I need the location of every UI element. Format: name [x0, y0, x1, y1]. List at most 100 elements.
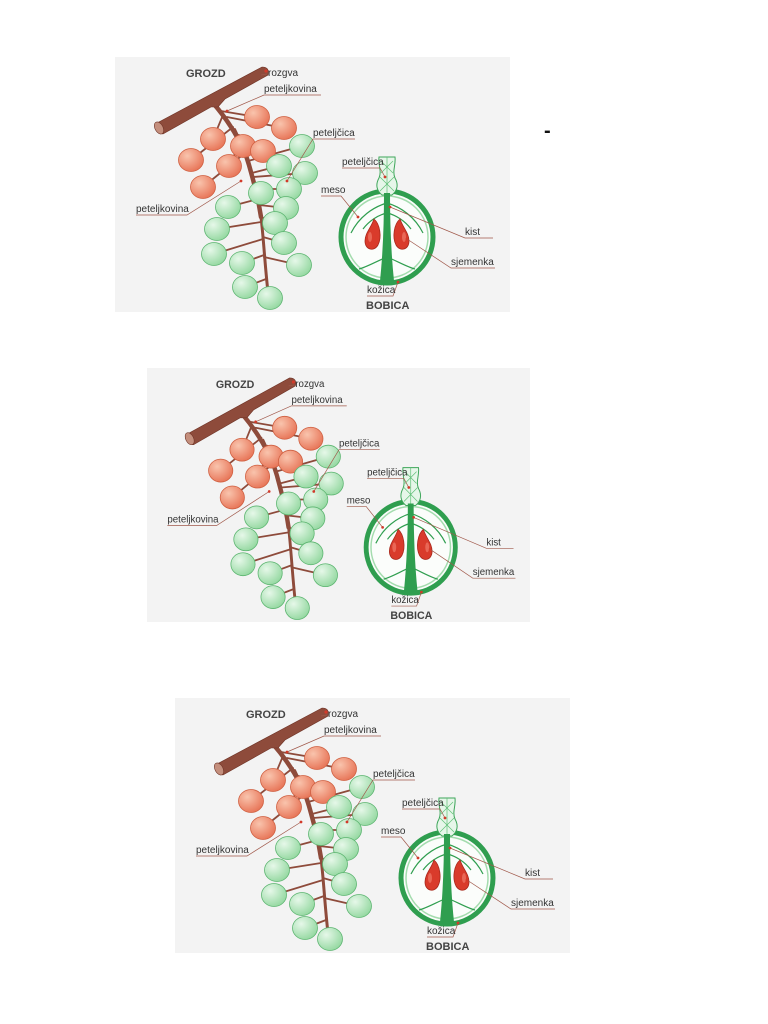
- leader-dot: [405, 237, 409, 241]
- leader-dot: [312, 490, 316, 493]
- leader-peteljcica-berry: [367, 478, 410, 488]
- pedicel-hatching: [403, 467, 418, 506]
- label-peteljkovina-top: peteljkovina: [324, 725, 377, 736]
- green-berry: [293, 464, 319, 489]
- seed-right-highlight: [462, 873, 466, 883]
- leader-peteljkovina-left: [196, 821, 302, 857]
- green-berry: [229, 251, 255, 275]
- green-berry: [248, 181, 274, 205]
- leader-dot: [416, 856, 420, 860]
- label-peteljcica-berry: peteljčica: [367, 467, 408, 478]
- green-berry: [349, 775, 375, 799]
- leader-dot: [285, 179, 289, 183]
- green-berry: [201, 242, 227, 266]
- leader-peteljkovina-top: [286, 735, 381, 753]
- leader-sjemenka: [429, 548, 516, 579]
- pedicel-hatching: [379, 157, 395, 195]
- green-berry: [292, 916, 318, 940]
- leader-peteljkovina-left: [167, 491, 270, 526]
- green-berry: [322, 852, 348, 876]
- leader-dot: [299, 820, 303, 824]
- figure-1-grape-diagram: GROZD rozgva peteljkovina peteljčica pet…: [115, 57, 510, 312]
- leader-dot: [465, 878, 469, 882]
- orange-berry: [190, 175, 216, 199]
- cane-cut-end: [154, 121, 164, 135]
- label-sjemenka: sjemenka: [473, 567, 515, 578]
- orange-berry: [216, 154, 242, 178]
- leader-dot: [456, 921, 460, 925]
- leader-dot: [396, 280, 400, 284]
- label-kozica: kožica: [367, 285, 396, 296]
- leader-kist: [413, 517, 514, 549]
- label-sjemenka: sjemenka: [511, 898, 554, 909]
- label-peteljcica-cluster: peteljčica: [373, 769, 415, 780]
- cane-cut-end: [214, 762, 224, 776]
- orange-berry: [200, 127, 226, 151]
- leader-peteljcica-cluster: [286, 138, 355, 182]
- leader-dot: [383, 175, 387, 179]
- leader-peteljcica-cluster: [346, 779, 415, 823]
- green-berry: [204, 217, 230, 241]
- orange-berry: [229, 437, 255, 462]
- leader-dot: [254, 420, 257, 424]
- leader-dot: [345, 820, 349, 824]
- orange-berry: [245, 464, 271, 489]
- seed-left-highlight: [428, 873, 432, 883]
- leader-peteljcica-cluster: [313, 449, 380, 492]
- title-bobica: BOBICA: [426, 941, 469, 953]
- orange-berry: [331, 757, 357, 781]
- cane-cut-end: [184, 432, 195, 446]
- leader-peteljkovina-top: [255, 405, 347, 423]
- figure-2-grape-diagram: GROZD rozgva peteljkovina peteljčica pet…: [147, 368, 530, 622]
- leader-dot: [420, 590, 423, 594]
- green-berry: [230, 552, 256, 577]
- orange-berry: [271, 116, 297, 140]
- orange-berry: [260, 768, 286, 792]
- label-peteljcica-cluster: peteljčica: [339, 439, 380, 450]
- green-berry: [326, 795, 352, 819]
- leader-kozica: [367, 281, 399, 297]
- green-berry: [261, 883, 287, 907]
- label-peteljkovina-left: peteljkovina: [196, 845, 249, 856]
- leader-peteljcica-berry: [402, 808, 446, 819]
- green-berry: [317, 927, 343, 951]
- label-peteljkovina-left: peteljkovina: [136, 204, 189, 215]
- leader-peteljkovina-left: [136, 180, 242, 216]
- title-grozd: GROZD: [216, 379, 255, 391]
- label-peteljcica-cluster: peteljčica: [313, 128, 355, 139]
- orange-berry: [208, 458, 234, 483]
- label-sjemenka: sjemenka: [451, 257, 494, 268]
- leader-dot: [407, 486, 411, 489]
- green-berry: [257, 561, 283, 586]
- green-berry: [264, 858, 290, 882]
- green-berry: [232, 275, 258, 299]
- figure-3-grape-diagram: GROZD rozgva peteljkovina peteljčica pet…: [175, 698, 570, 953]
- grape-cluster: [214, 707, 378, 951]
- title-grozd: GROZD: [246, 709, 286, 721]
- seed-right: [453, 859, 470, 891]
- green-berries: [230, 444, 344, 620]
- leader-dot: [428, 547, 432, 551]
- cane-tip-dot: [264, 69, 268, 73]
- cane-tip-dot: [291, 380, 295, 384]
- leader-lines: [167, 384, 516, 607]
- orange-berry: [250, 139, 276, 163]
- green-berry: [215, 195, 241, 219]
- green-berry: [275, 836, 301, 860]
- leader-kist: [389, 206, 493, 239]
- cane-tip-dot: [324, 710, 328, 714]
- leader-peteljkovina-top: [226, 94, 321, 112]
- grape-cluster: [184, 377, 344, 620]
- leader-meso: [321, 195, 359, 218]
- leader-dot: [356, 215, 360, 219]
- leader-rozgva: [320, 714, 328, 717]
- seed-right-highlight: [402, 232, 406, 242]
- orange-berry: [250, 816, 276, 840]
- leader-sjemenka: [466, 879, 555, 910]
- green-berries: [201, 134, 318, 310]
- orange-berry: [178, 148, 204, 172]
- green-berry: [289, 892, 315, 916]
- leader-peteljcica-berry: [342, 167, 386, 178]
- seed-left-highlight: [392, 542, 397, 553]
- seed-left: [424, 859, 441, 891]
